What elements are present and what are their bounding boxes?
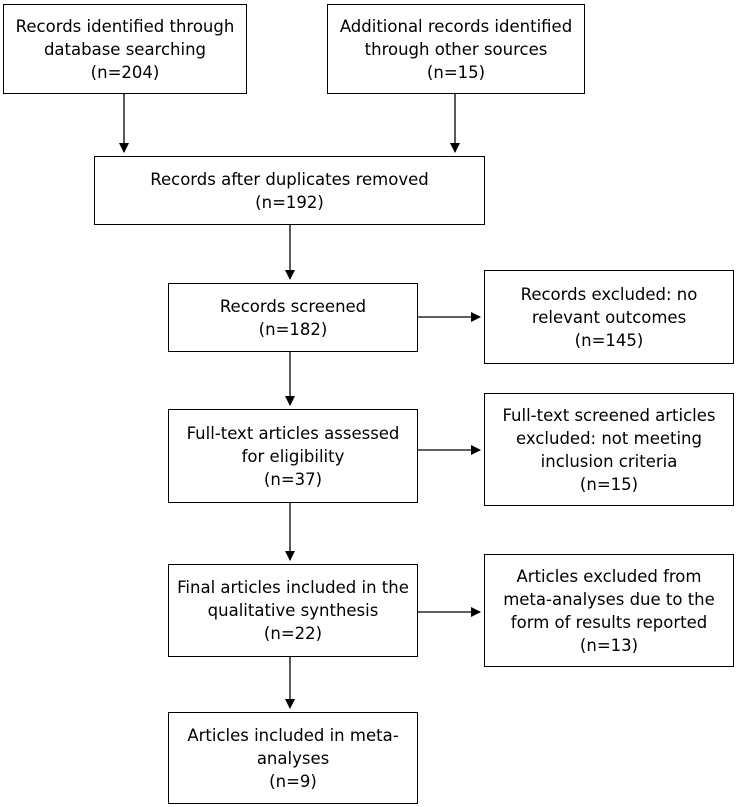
box-line: form of results reported	[510, 612, 708, 632]
box-count: (n=15)	[579, 474, 639, 494]
box-count: (n=15)	[426, 62, 486, 82]
box-line: database searching	[43, 39, 207, 59]
box-line: relevant outcomes	[531, 307, 687, 327]
box-full-text-excluded: Full-text screened articles excluded: no…	[484, 393, 734, 506]
box-records-screened: Records screened (n=182)	[168, 283, 418, 352]
box-count: (n=9)	[269, 771, 317, 791]
box-count: (n=204)	[90, 62, 160, 82]
box-meta-analyses-excluded: Articles excluded from meta-analyses due…	[484, 554, 734, 667]
box-line: meta-analyses due to the	[503, 589, 715, 609]
box-line: Articles excluded from	[516, 566, 702, 586]
box-qualitative-synthesis: Final articles included in the qualitati…	[168, 564, 418, 657]
box-line: for eligibility	[241, 446, 345, 466]
box-count: (n=37)	[263, 469, 323, 489]
box-line: Records screened	[219, 296, 367, 316]
box-count: (n=192)	[255, 192, 324, 212]
box-line: Records identified through	[15, 16, 235, 36]
box-line: analyses	[256, 748, 330, 768]
box-full-text-assessed: Full-text articles assessed for eligibil…	[168, 409, 418, 503]
box-line: Additional records identified	[339, 16, 573, 36]
box-records-excluded: Records excluded: no relevant outcomes (…	[484, 270, 734, 364]
box-line: excluded: not meeting	[516, 428, 702, 448]
box-meta-analyses-included: Articles included in meta- analyses (n=9…	[168, 712, 418, 804]
box-line: Records excluded: no	[520, 284, 698, 304]
box-line: Articles included in meta-	[187, 725, 399, 745]
box-count: (n=22)	[263, 624, 323, 643]
box-line: inclusion criteria	[540, 451, 678, 471]
box-line: Final articles included in the	[177, 578, 409, 597]
box-additional-records: Additional records identified through ot…	[327, 4, 585, 94]
box-count: (n=13)	[579, 635, 639, 655]
box-line: Full-text screened articles	[502, 405, 716, 425]
box-line: through other sources	[364, 39, 548, 59]
box-line: Records after duplicates removed	[150, 169, 429, 189]
box-line: Full-text articles assessed	[186, 423, 400, 443]
box-records-after-duplicates: Records after duplicates removed (n=192)	[94, 156, 485, 225]
box-count: (n=145)	[574, 330, 644, 350]
box-records-identified-database: Records identified through database sear…	[3, 4, 247, 94]
box-count: (n=182)	[258, 319, 328, 339]
box-line: qualitative synthesis	[207, 601, 379, 620]
